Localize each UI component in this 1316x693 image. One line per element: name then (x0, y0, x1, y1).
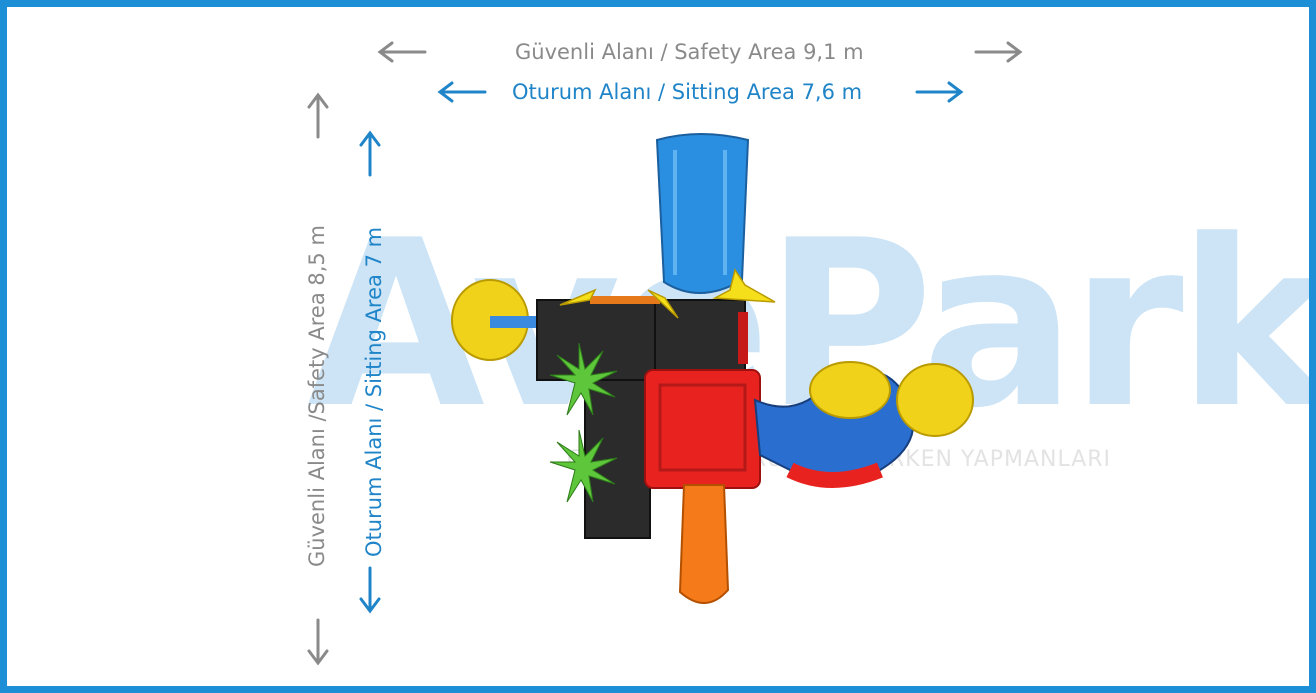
arrow-right-icon (915, 81, 964, 103)
arrow-left-icon (377, 41, 427, 63)
playground-icon (451, 133, 974, 604)
arrow-right-icon (974, 41, 1023, 63)
sitting-area-horizontal-label: Oturum Alanı / Sitting Area 7,6 m (512, 80, 863, 104)
arrow-up-icon (307, 92, 329, 139)
arrow-down-icon (359, 566, 381, 614)
arrow-up-icon (359, 130, 381, 177)
diagram-graphics (307, 41, 1023, 666)
arrow-left-icon (437, 81, 487, 103)
safety-area-horizontal-label: Güvenli Alanı / Safety Area 9,1 m (515, 40, 864, 64)
arrow-down-icon (307, 618, 329, 666)
